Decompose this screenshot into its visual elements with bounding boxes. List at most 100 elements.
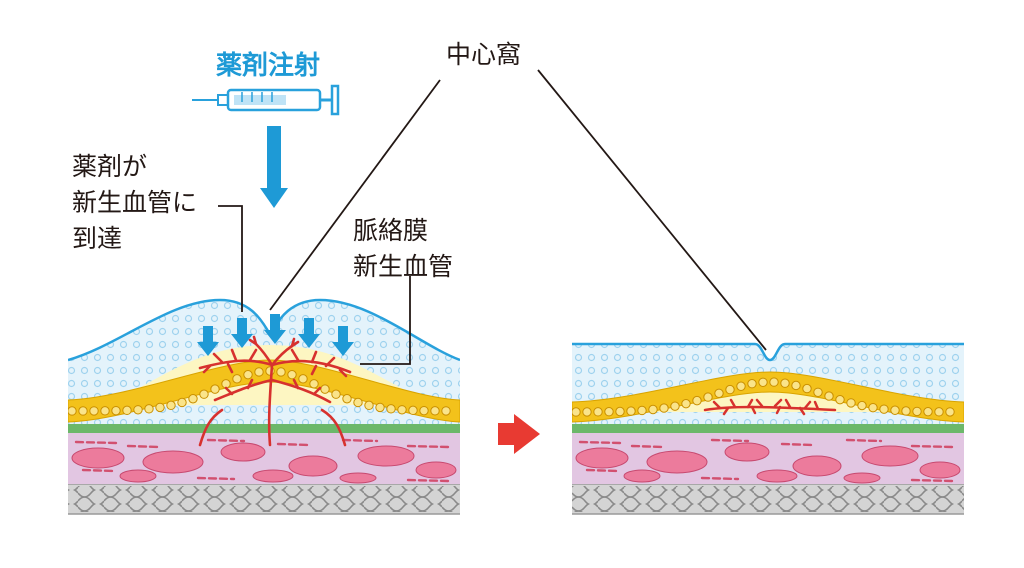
vessel-branch [320, 408, 347, 447]
rpe-cell [912, 406, 922, 417]
rpe-cell [243, 369, 253, 380]
choroid-vessels [575, 438, 961, 484]
choroid-streak [406, 478, 450, 483]
rpe-cell [923, 406, 933, 417]
rpe-cell [397, 405, 407, 415]
choroid-streak [910, 444, 954, 449]
rpe-cell [758, 377, 768, 387]
rpe-cell [353, 397, 363, 408]
drug-arrow-head [264, 330, 286, 344]
choroid-vessel [919, 461, 961, 479]
choroid-streak [341, 438, 379, 443]
sclera-layer [572, 483, 964, 515]
choroid-vessel [646, 450, 708, 474]
choroid-streak [276, 442, 310, 447]
choroid-vessel [339, 472, 377, 484]
rpe-cell [309, 379, 319, 389]
rpe-cell [430, 406, 440, 416]
vessel-branch [213, 378, 274, 402]
transition-arrow [498, 414, 540, 454]
rpe-cell [648, 404, 658, 415]
choroidal-neovascularization-large [198, 335, 352, 447]
choroid-streak [585, 468, 619, 473]
choroid-layer [68, 433, 460, 484]
rpe-cell [703, 392, 713, 402]
rpe-cell [747, 379, 757, 389]
rpe-cell [78, 406, 88, 416]
choroid-streak [578, 440, 622, 445]
choroid-vessel [357, 445, 415, 467]
drug-arrow-shaft [270, 314, 280, 330]
choroid-streak [780, 442, 814, 447]
rpe-cell [857, 400, 867, 411]
rpe-cell [210, 384, 220, 394]
vessel-branch [270, 344, 294, 367]
choroid-streak [910, 478, 954, 483]
vessel-branch [270, 378, 332, 404]
rpe-cell [199, 389, 209, 399]
rpe-cell [736, 381, 746, 391]
rpe-cell [835, 394, 845, 405]
label-cnv-line1: 脈絡膜 [353, 216, 429, 245]
drug-arrow-shaft [304, 318, 314, 334]
rpe-cell [342, 394, 352, 404]
drug-arrow-shaft [237, 318, 247, 334]
rpe-cells [572, 377, 955, 417]
rpe-cell [287, 369, 297, 380]
rpe-cell [419, 405, 429, 416]
drug-arrow-head [298, 334, 320, 348]
drug-arrow-head [197, 342, 219, 356]
vessel-branch [254, 342, 274, 367]
rpe-cell [802, 383, 812, 394]
subretinal-fluid [640, 384, 900, 412]
rpe-cell [890, 405, 900, 415]
rpe-cell [254, 367, 264, 377]
rpe-cell [670, 401, 680, 411]
rpe-cell [122, 405, 132, 416]
drug-arrow-head [332, 342, 354, 356]
rpe-layer [68, 359, 460, 423]
rpe-cell [166, 400, 176, 411]
drug-arrow-head [231, 334, 253, 348]
choroid-vessel [792, 455, 842, 477]
choroid-vessel [843, 472, 881, 484]
choroid-vessel [142, 450, 204, 474]
rpe-cell [780, 378, 790, 388]
rpe-cell [276, 367, 286, 377]
rpe-cell [813, 387, 823, 397]
rpe-cell [155, 402, 165, 413]
rpe-cell [408, 405, 418, 416]
choroid-vessel [220, 442, 266, 462]
drug-arrow-shaft [338, 326, 348, 342]
rpe-cell [331, 389, 341, 399]
vessel-branch [212, 348, 336, 368]
drug-arrow-shaft [203, 326, 213, 342]
rpe-cell [879, 404, 889, 414]
choroid-streak [630, 444, 664, 449]
choroid-vessel [252, 469, 294, 483]
leader-lines [218, 69, 767, 365]
label-drug-reach-line1: 薬剤が [72, 152, 148, 181]
choroidal-neovascularization-small [703, 398, 837, 416]
rpe-cell [901, 406, 911, 416]
panel-after-treatment [572, 342, 964, 515]
rpe-cell [68, 406, 77, 416]
vessel-branch [248, 335, 300, 348]
injection-arrow [260, 126, 288, 208]
rpe-cell [604, 407, 614, 417]
vessel-branch [198, 408, 224, 447]
rpe-cell [386, 404, 396, 414]
label-drug-reach-line3: 到達 [72, 224, 123, 253]
choroid-vessel [71, 447, 125, 469]
rpe-cell [659, 403, 669, 413]
rpe-cell [572, 407, 581, 417]
choroid-streak [81, 468, 115, 473]
rpe-cell [934, 407, 944, 417]
rpe-cell [593, 407, 603, 417]
drug-arrows [197, 314, 354, 356]
syringe-icon [192, 84, 340, 116]
vessel-branch [267, 363, 274, 447]
panel-before-treatment [68, 298, 460, 515]
rpe-cell [89, 406, 99, 416]
